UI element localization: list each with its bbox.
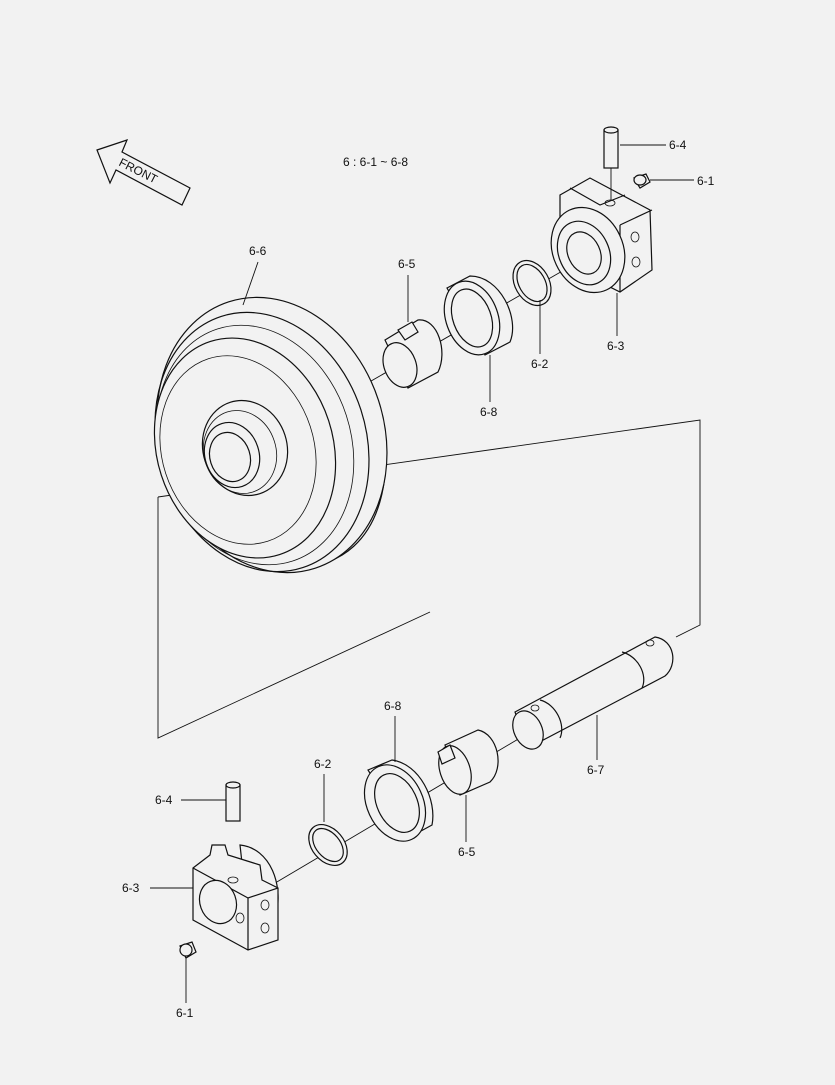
callout-6-8-bottom: 6-8 bbox=[384, 699, 402, 713]
callout-6-3-bottom: 6-3 bbox=[122, 881, 140, 895]
callout-6-5-top: 6-5 bbox=[398, 257, 416, 271]
seal-ring-bottom bbox=[363, 759, 434, 842]
set-screw-top bbox=[633, 173, 651, 189]
callout-6-8-top: 6-8 bbox=[480, 405, 498, 419]
o-ring-top bbox=[512, 259, 552, 307]
callout-6-6: 6-6 bbox=[249, 244, 267, 258]
leader-lines bbox=[150, 144, 694, 1003]
end-bracket-bottom bbox=[192, 844, 279, 951]
callout-6-7: 6-7 bbox=[587, 763, 605, 777]
callout-6-1-top: 6-1 bbox=[697, 174, 715, 188]
callout-6-1-bottom: 6-1 bbox=[176, 1006, 194, 1020]
front-arrow: FRONT bbox=[96, 139, 191, 206]
parts-legend: 6 : 6-1 ~ 6-8 bbox=[343, 155, 408, 169]
shaft bbox=[512, 636, 674, 750]
set-screw-bottom bbox=[179, 941, 197, 959]
callout-6-4-bottom: 6-4 bbox=[155, 793, 173, 807]
assembly-frame bbox=[157, 419, 701, 739]
callout-6-5-bottom: 6-5 bbox=[458, 845, 476, 859]
callout-labels: 6-4 6-1 6-6 6-5 6-2 6-3 6-8 6-8 6-2 6-4 … bbox=[122, 138, 715, 1020]
bushing-bottom bbox=[437, 729, 499, 796]
callout-6-2-top: 6-2 bbox=[531, 357, 549, 371]
end-bracket-top bbox=[550, 177, 653, 294]
o-ring-bottom bbox=[308, 823, 348, 867]
callout-6-4-top: 6-4 bbox=[669, 138, 687, 152]
idler-wheel bbox=[153, 296, 388, 574]
callout-6-3-top: 6-3 bbox=[607, 339, 625, 353]
pin-top bbox=[603, 126, 619, 169]
seal-ring-top bbox=[443, 275, 514, 356]
pin-bottom bbox=[225, 781, 241, 822]
bushing-top bbox=[382, 319, 443, 389]
callout-6-2-bottom: 6-2 bbox=[314, 757, 332, 771]
